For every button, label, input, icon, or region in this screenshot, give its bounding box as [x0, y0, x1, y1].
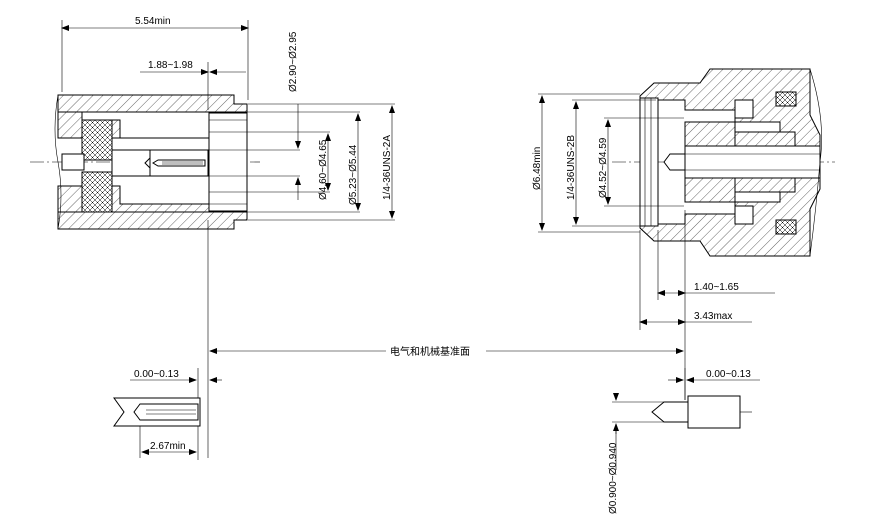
dim-jack-thread: 1/4-36UNS-2B [566, 135, 577, 200]
reference-plane-label: 电气和机械基准面 [390, 345, 470, 358]
dim-jack-offset-1: 1.40~1.65 [694, 282, 739, 293]
dim-right-pin-dia: Ø0.900~Ø0.940 [608, 442, 619, 514]
dim-jack-offset-2: 3.43max [694, 311, 732, 322]
dim-jack-dia-2: Ø4.52~Ø4.59 [598, 137, 609, 198]
dim-plug-dia-3: Ø5.23~Ø5.44 [348, 144, 359, 205]
dim-left-pin-tolerance: 0.00~0.13 [134, 369, 179, 380]
dim-plug-dia-2: Ø4.60~Ø4.65 [318, 139, 329, 200]
dim-jack-dia-1: Ø6.48min [532, 147, 543, 190]
dim-left-pin-length: 2.67min [150, 441, 186, 452]
right-pin-detail: 0.00~0.13 Ø0.900~Ø0.940 [608, 368, 760, 514]
reference-plane: 电气和机械基准面 [207, 220, 684, 458]
dim-plug-length: 5.54min [135, 16, 171, 27]
left-pin-detail: 0.00~0.13 2.67min [113, 368, 222, 460]
plug-section [30, 94, 260, 230]
plug-dimensions: 5.54min 1.88~1.98 Ø2.90~Ø2.95 Ø4.60~Ø4.6… [61, 16, 395, 221]
dim-plug-dia-1: Ø2.90~Ø2.95 [288, 31, 299, 92]
dim-right-pin-tolerance: 0.00~0.13 [706, 369, 751, 380]
jack-section [612, 68, 835, 257]
dim-plug-pin-offset: 1.88~1.98 [148, 60, 193, 71]
jack-dimensions: Ø6.48min 1/4-36UNS-2B Ø4.52~Ø4.59 1.40~1… [532, 93, 775, 400]
dim-plug-thread: 1/4-36UNS-2A [382, 135, 393, 200]
